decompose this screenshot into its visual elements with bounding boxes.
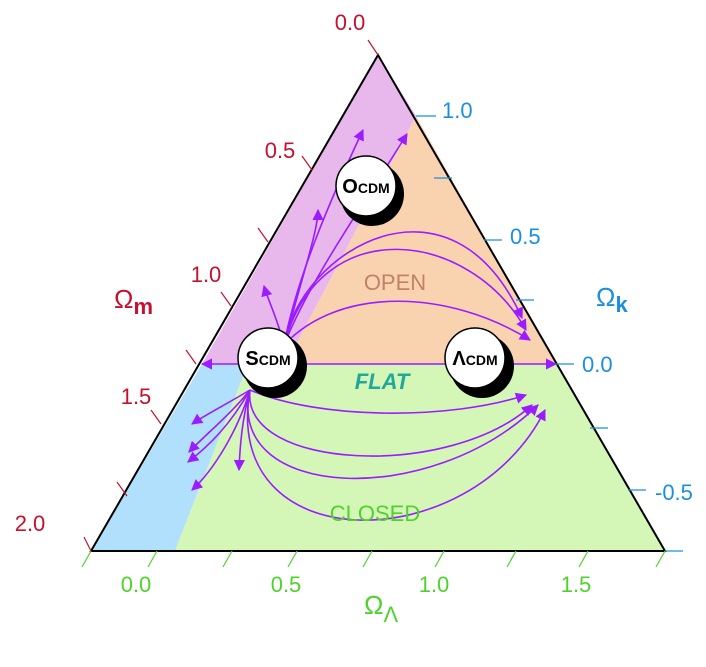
svg-text:0.0: 0.0 bbox=[121, 572, 152, 597]
svg-text:0.0: 0.0 bbox=[335, 10, 366, 35]
svg-text:1.0: 1.0 bbox=[419, 572, 450, 597]
region-label-flat: FLAT bbox=[355, 369, 411, 394]
svg-text:OCDM: OCDM bbox=[342, 176, 389, 198]
svg-text:2.0: 2.0 bbox=[15, 511, 46, 536]
node-scdm: SCDM bbox=[237, 327, 307, 398]
svg-text:ΛCDM: ΛCDM bbox=[452, 348, 497, 370]
omega-m-tick-labels: 0.0 0.5 1.0 1.5 2.0 bbox=[15, 10, 366, 536]
svg-text:1.5: 1.5 bbox=[561, 572, 592, 597]
region-open-peach bbox=[286, 116, 556, 364]
omega-k-tick-labels: 1.0 0.5 0.0 -0.5 bbox=[442, 98, 693, 505]
node-ocdm: OCDM bbox=[335, 155, 404, 226]
omega-lambda-axis-label: ΩΛ bbox=[364, 590, 398, 627]
svg-text:0.0: 0.0 bbox=[582, 352, 613, 377]
svg-text:1.0: 1.0 bbox=[191, 262, 222, 287]
svg-text:-0.5: -0.5 bbox=[655, 480, 693, 505]
region-label-closed: CLOSED bbox=[330, 501, 420, 526]
svg-text:0.5: 0.5 bbox=[510, 224, 541, 249]
flow-lines bbox=[187, 128, 546, 521]
omega-k-axis-label: Ωk bbox=[596, 282, 628, 317]
svg-text:SCDM: SCDM bbox=[245, 348, 290, 370]
svg-text:1.5: 1.5 bbox=[121, 384, 152, 409]
omega-lambda-tick-labels: 0.0 0.5 1.0 1.5 bbox=[121, 572, 592, 597]
region-label-open: OPEN bbox=[364, 270, 426, 295]
svg-text:0.5: 0.5 bbox=[265, 138, 296, 163]
region-closed-blue bbox=[91, 364, 248, 551]
triangle-outline bbox=[89, 53, 667, 552]
svg-text:1.0: 1.0 bbox=[442, 98, 473, 123]
omega-lambda-ticks bbox=[81, 550, 666, 568]
omega-m-ticks bbox=[83, 39, 379, 552]
node-lcdm: ΛCDM bbox=[444, 327, 514, 398]
svg-text:0.5: 0.5 bbox=[271, 572, 302, 597]
omega-k-ticks bbox=[416, 115, 683, 552]
omega-m-axis-label: Ωm bbox=[114, 284, 153, 319]
